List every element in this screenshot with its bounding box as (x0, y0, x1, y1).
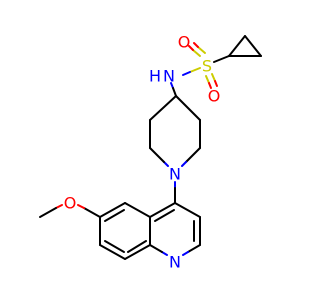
methoxy-group (39, 204, 101, 218)
bond-s-o (197, 46, 206, 54)
bond (149, 244, 163, 253)
atom-label-nitrogen: N (169, 165, 181, 184)
bond (154, 209, 175, 222)
bond (149, 95, 177, 121)
bond (149, 202, 176, 218)
bond (175, 95, 201, 121)
atom-label-oxygen: O (208, 87, 221, 106)
quinoline-ring (99, 202, 201, 260)
bond-s-o (211, 73, 216, 82)
piperidine-ring (149, 95, 201, 167)
bond (244, 35, 262, 57)
cyclopropyl-ring (228, 35, 262, 57)
atom-label-sulfur: S (202, 57, 212, 76)
bond-c-s (213, 55, 230, 63)
bond-o-c (55, 204, 63, 209)
bond-s-n (189, 67, 201, 73)
bond-c-o (77, 204, 85, 209)
molecule-canvas: O O S N H N N O (39, 33, 262, 272)
bond (124, 202, 151, 218)
bond-s-o (208, 82, 212, 89)
sulfonyl-bonds (182, 42, 230, 89)
bond (228, 35, 246, 57)
bond (124, 244, 151, 260)
bond-c-o (83, 207, 101, 218)
bond (99, 244, 126, 260)
bond (187, 244, 201, 253)
bond (181, 161, 187, 167)
atom-label-nitrogen: N (163, 67, 175, 86)
bond (127, 240, 147, 253)
bond-s-o (205, 75, 210, 84)
bond (104, 240, 125, 253)
bond (185, 147, 201, 163)
bond-o-c (39, 207, 57, 218)
atom-label-oxygen: O (64, 194, 77, 213)
bond (174, 202, 201, 218)
bond (149, 147, 165, 163)
bond-s-n (182, 71, 191, 76)
bond-s-o (214, 80, 218, 87)
atom-label-hydrogen: H (149, 67, 161, 86)
bond-n-c (172, 87, 177, 97)
bond (182, 251, 189, 256)
atom-label-oxygen: O (178, 33, 191, 52)
bond-s-o (188, 45, 194, 51)
bond-s-o (192, 49, 201, 57)
bond-s-o (193, 42, 199, 48)
bond (99, 202, 126, 218)
structure-diagram: O O S N H N N O (39, 33, 262, 272)
atom-label-nitrogen: N (169, 253, 181, 272)
bond (104, 209, 125, 222)
